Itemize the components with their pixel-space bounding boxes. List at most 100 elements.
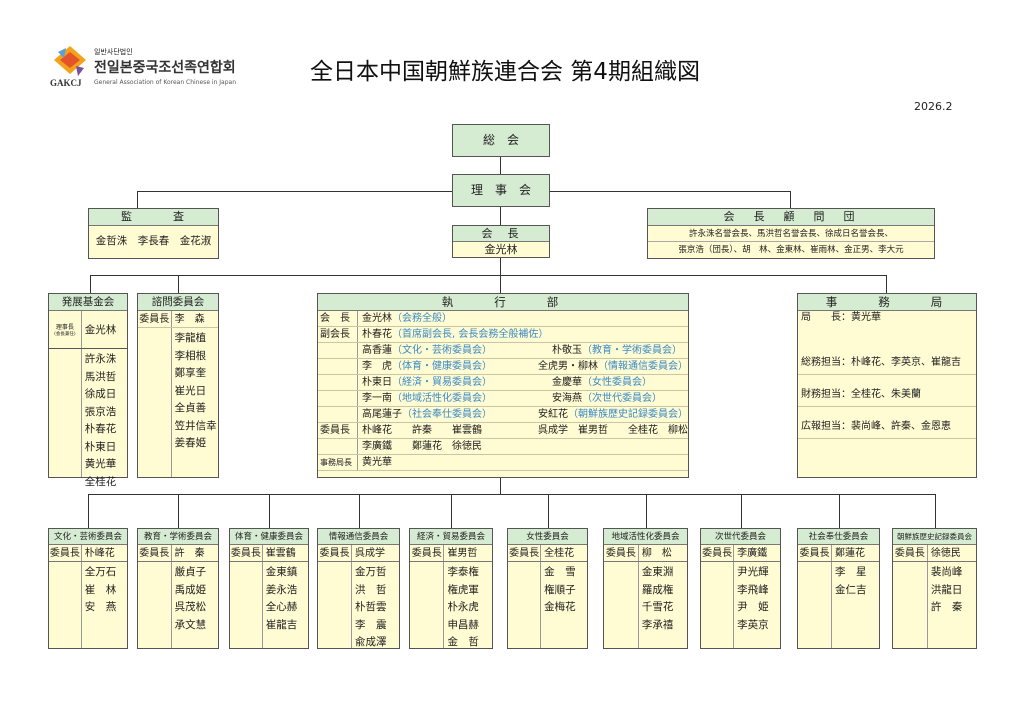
committee-member: 権虎軍 [447, 583, 479, 596]
audit-box: 監 査 金哲洙 李長春 金花淑 [88, 208, 219, 259]
committee-member: 李 震 [355, 618, 387, 631]
committee-member: 李飛峰 [737, 583, 769, 596]
president-box: 会 長 金光林 [452, 225, 550, 258]
committee-member: 金東淵 [641, 566, 674, 578]
executive-row: 朴東日（経済・貿易委員会）金慶華（女性委員会） [318, 375, 688, 391]
president-name: 金光林 [484, 243, 518, 256]
executive-row: 委員長朴峰花 許秦 崔雲鶴呉成学 崔男哲 全桂花 柳松 [318, 423, 688, 439]
secretariat-row: 総務担当：朴峰花、李英京、崔龍吉 [798, 343, 976, 375]
committee-box: 経済・貿易委員会委員長崔男哲李泰権権虎軍朴永虎申昌赫金 哲 [409, 528, 493, 649]
foundation-role: 理事長 [55, 324, 74, 331]
advisors-line-2: 張京浩（団長）、胡 林、金東林、崔雨林、金正男、李大元 [678, 245, 904, 255]
committee-chair: 呉成学 [355, 548, 386, 559]
executive-role-note: （首席副会長, 会長会務全般補佐） [392, 329, 549, 340]
committee-member: 李承禧 [641, 618, 674, 631]
logo-mark-icon [54, 46, 86, 76]
committee-chair-label: 委員長 [138, 545, 172, 561]
executive-row-label [318, 391, 358, 406]
logo: GAKCJ 일반사단법인 전일본중국조선족연합회 General Associa… [50, 44, 250, 92]
foundation-member: 朴東日 [84, 440, 117, 453]
foundation-member: 全桂花 [84, 475, 117, 488]
executive-person: 全虎男・柳林 [538, 361, 598, 372]
executive-row-left: 李 虎（体育・健康委員会） [358, 359, 534, 374]
foundation-member: 馬洪哲 [84, 370, 117, 383]
foundation-member: 朴春花 [84, 423, 117, 435]
logo-english: General Association of Korean Chinese in… [94, 79, 237, 86]
executive-person: 李一南 [362, 393, 392, 404]
executive-role-note: （地域活性化委員会） [392, 393, 492, 404]
executive-row-label [318, 375, 358, 390]
executive-row: 李廣鐵 鄭蓮花 徐徳民 [318, 439, 688, 455]
executive-role-note: （情報通信委員会） [598, 361, 688, 372]
executive-row-left: 黄光華 [358, 455, 548, 470]
committee-chair: 崔雲鶴 [265, 548, 296, 559]
executive-row-right: 呉成学 崔男哲 全桂花 柳松 [534, 423, 688, 438]
committee-box: 社会奉仕委員会委員長鄭蓮花李 星金仁吉 [797, 528, 880, 649]
executive-row-label [318, 439, 358, 454]
executive-role-note: （社会奉仕委員会） [402, 409, 492, 420]
committee-chair-label: 委員長 [230, 545, 263, 561]
committee-title: 体育・健康委員会 [230, 529, 308, 545]
foundation-member: 張京浩 [84, 405, 117, 418]
executive-person: 高尾蓮子 [362, 409, 402, 420]
executive-role-note: （教育・学術委員会） [582, 345, 682, 356]
consult-head: 李 森 [174, 314, 205, 325]
committee-box: 文化・芸術委員会委員長朴峰花全万石崔 林安 燕 [48, 528, 128, 649]
secretariat-row: 財務担当：全桂花、朱美蘭 [798, 375, 976, 407]
committee-chair-label: 委員長 [49, 545, 82, 561]
foundation-member: 黄光華 [84, 458, 117, 470]
executive-role-note: （体育・健康委員会） [392, 361, 492, 372]
committee-title: 文化・芸術委員会 [49, 529, 127, 545]
committee-member: 承文慧 [174, 618, 207, 631]
committee-member: 朴哲雲 [355, 601, 387, 613]
executive-person: 金光林 [362, 313, 392, 324]
foundation-head: 金光林 [84, 324, 117, 336]
executive-row-right [548, 439, 552, 454]
committee-box: 朝鮮族歴史記録委員会委員長徐徳民裴尚峰洪龍日許 秦 [892, 528, 977, 649]
executive-row-left: 朴春花（首席副会長, 会長会務全般補佐） [358, 327, 548, 342]
committee-chair-label: 委員長 [508, 545, 542, 561]
committee-title: 社会奉仕委員会 [798, 529, 879, 545]
consult-role: 委員長 [138, 311, 172, 327]
committee-chair: 崔男哲 [447, 548, 478, 559]
secretariat-row: 広報担当：裴尚峰、許秦、金恩恵 [798, 407, 976, 439]
committee-box: 体育・健康委員会委員長崔雲鶴金東鎮姜永浩全心赫崔龍吉 [229, 528, 309, 649]
committee-box: 地域活性化委員会委員長柳 松金東淵羅成権千雪花李承禧 [603, 528, 688, 649]
committee-member: 兪成澤 [355, 636, 387, 648]
executive-row: 李一南（地域活性化委員会）安海燕（次世代委員会） [318, 391, 688, 407]
committee-member: 尹 姫 [737, 601, 769, 613]
executive-role-note: （経済・貿易委員会） [392, 377, 492, 388]
committee-title: 次世代委員会 [701, 529, 780, 545]
committee-title: 経済・貿易委員会 [410, 529, 492, 545]
advisors-box: 会 長 顧 問 団 許永洙名誉会長、馬洪哲名誉会長、徐成日名誉会長、 張京浩（団… [647, 208, 935, 259]
committee-member: 崔龍吉 [265, 618, 298, 631]
executive-row-right: 安紅花（朝鮮族歴史記録委員会） [534, 407, 688, 422]
committee-title: 教育・学術委員会 [138, 529, 218, 545]
committee-chair-label: 委員長 [893, 545, 928, 561]
executive-row: 会 長金光林（会務全般） [318, 311, 688, 327]
committee-member: 裴尚峰 [930, 566, 963, 578]
executive-row-right: 金慶華（女性委員会） [548, 375, 652, 390]
secretariat-title: 事 務 局 [798, 294, 976, 311]
committee-member: 全万石 [84, 566, 117, 578]
executive-role-note: （朝鮮族歴史記録委員会） [568, 409, 688, 420]
logo-korean-name: 전일본중국조선족연합회 [94, 60, 236, 76]
executive-person: 朴敬玉 [552, 345, 582, 356]
committee-member: 許 秦 [930, 601, 963, 613]
consult-title: 諮問委員会 [138, 294, 218, 311]
executive-row: 事務局長黄光華 [318, 455, 688, 471]
executive-title: 執 行 部 [318, 294, 688, 311]
foundation-member: 許永洙 [84, 353, 117, 365]
committee-member: 全心赫 [265, 601, 298, 613]
executive-row-label [318, 343, 358, 358]
audit-title: 監 査 [89, 209, 218, 226]
consult-member: 姜春姫 [174, 437, 207, 449]
executive-row-label: 副会長 [318, 327, 358, 342]
foundation-role-note: (会長兼任) [54, 332, 76, 337]
committee-member: 金万哲 [355, 566, 387, 578]
committee-member: 金 哲 [447, 636, 479, 648]
consult-box: 諮問委員会 委員長李 森 李龍植李相根鄭享奎崔光日全貞善笠井信幸姜春姫 [137, 293, 219, 478]
committee-chair: 徐徳民 [930, 548, 961, 559]
committee-member: 安 燕 [84, 601, 117, 613]
committee-member: 李 星 [835, 566, 867, 578]
